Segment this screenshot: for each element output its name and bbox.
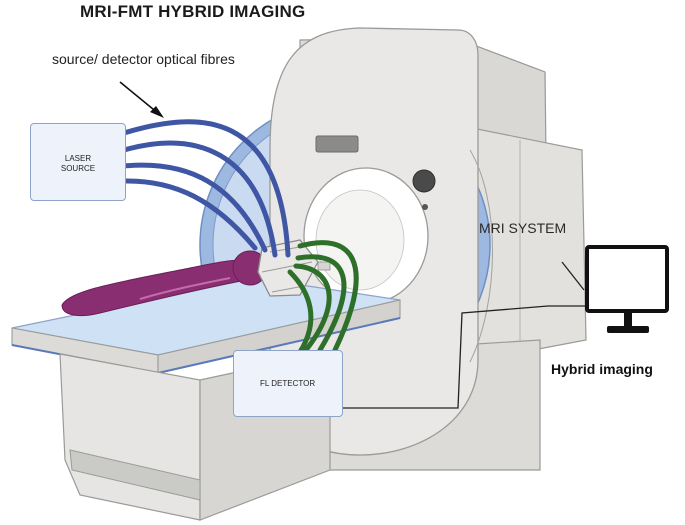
- source-fibres: [121, 119, 291, 258]
- fibres-label: source/ detector optical fibres: [52, 51, 235, 67]
- hybrid-imaging-label: Hybrid imaging: [551, 361, 653, 377]
- arrow-icon: [119, 81, 164, 118]
- laser-source-box: LASER SOURCE: [30, 123, 126, 201]
- mri-system-label: MRI SYSTEM: [479, 220, 567, 236]
- laser-source-label: LASER SOURCE: [31, 154, 125, 174]
- fl-detector-box: FL DETECTOR: [233, 350, 343, 417]
- laser-label-line1: LASER: [64, 154, 92, 163]
- laser-label-line2: SOURCE: [60, 164, 96, 173]
- detector-fibres: [287, 240, 359, 355]
- monitor-icon: [585, 245, 669, 333]
- fl-detector-label: FL DETECTOR: [260, 379, 316, 388]
- diagram-title: MRI-FMT HYBRID IMAGING: [80, 2, 306, 21]
